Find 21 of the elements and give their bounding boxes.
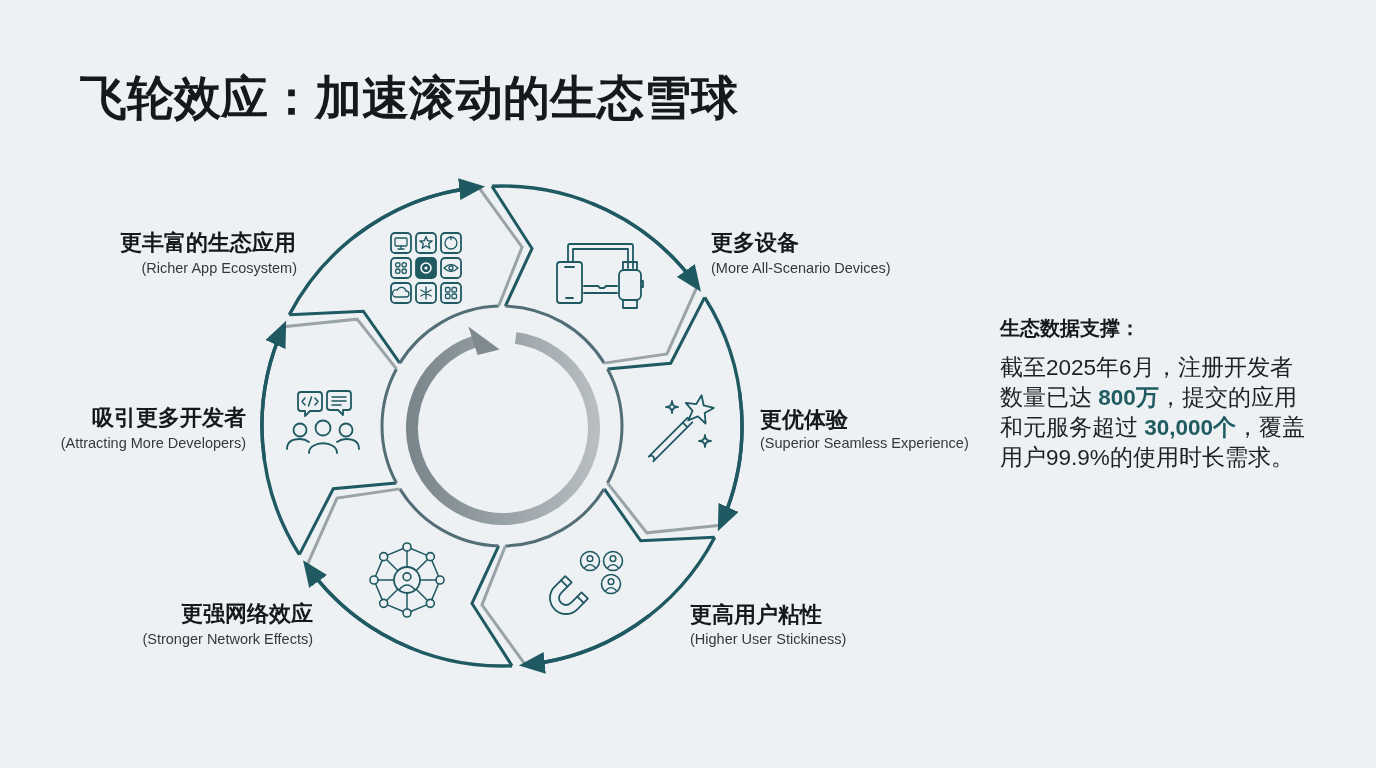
curved-arrow (717, 392, 744, 532)
side-paragraph: 截至2025年6月，注册开发者数量已达 800万，提交的应用和元服务超过 30,000个，覆盖用户99.9%的使用时长需求。 (1000, 354, 1307, 472)
curved-arrow (260, 320, 287, 460)
curved-arrow (518, 613, 651, 673)
curved-arrow (591, 201, 702, 292)
stage-subtitle: (Superior Seamless Experience) (760, 435, 969, 453)
stage-subtitle: (More All-Scenario Devices) (711, 260, 891, 278)
curved-arrow (302, 560, 413, 651)
side-heading: 生态数据支撑： (1000, 316, 1140, 340)
stage-subtitle: (Richer App Ecosystem) (141, 260, 297, 278)
stage-title: 更高用户粘性 (690, 602, 822, 629)
stage-title: 更优体验 (760, 407, 848, 434)
stage-title: 吸引更多开发者 (92, 405, 246, 432)
stage-title: 更多设备 (711, 230, 799, 257)
stage-title: 更强网络效应 (181, 601, 313, 628)
stage-title: 更丰富的生态应用 (120, 230, 296, 257)
curved-arrow (353, 179, 486, 239)
stage-subtitle: (Stronger Network Effects) (142, 631, 313, 649)
slide-title: 飞轮效应：加速滚动的生态雪球 (80, 71, 738, 126)
stage-subtitle: (Higher User Stickiness) (690, 631, 847, 649)
stage-subtitle: (Attracting More Developers) (60, 435, 246, 453)
